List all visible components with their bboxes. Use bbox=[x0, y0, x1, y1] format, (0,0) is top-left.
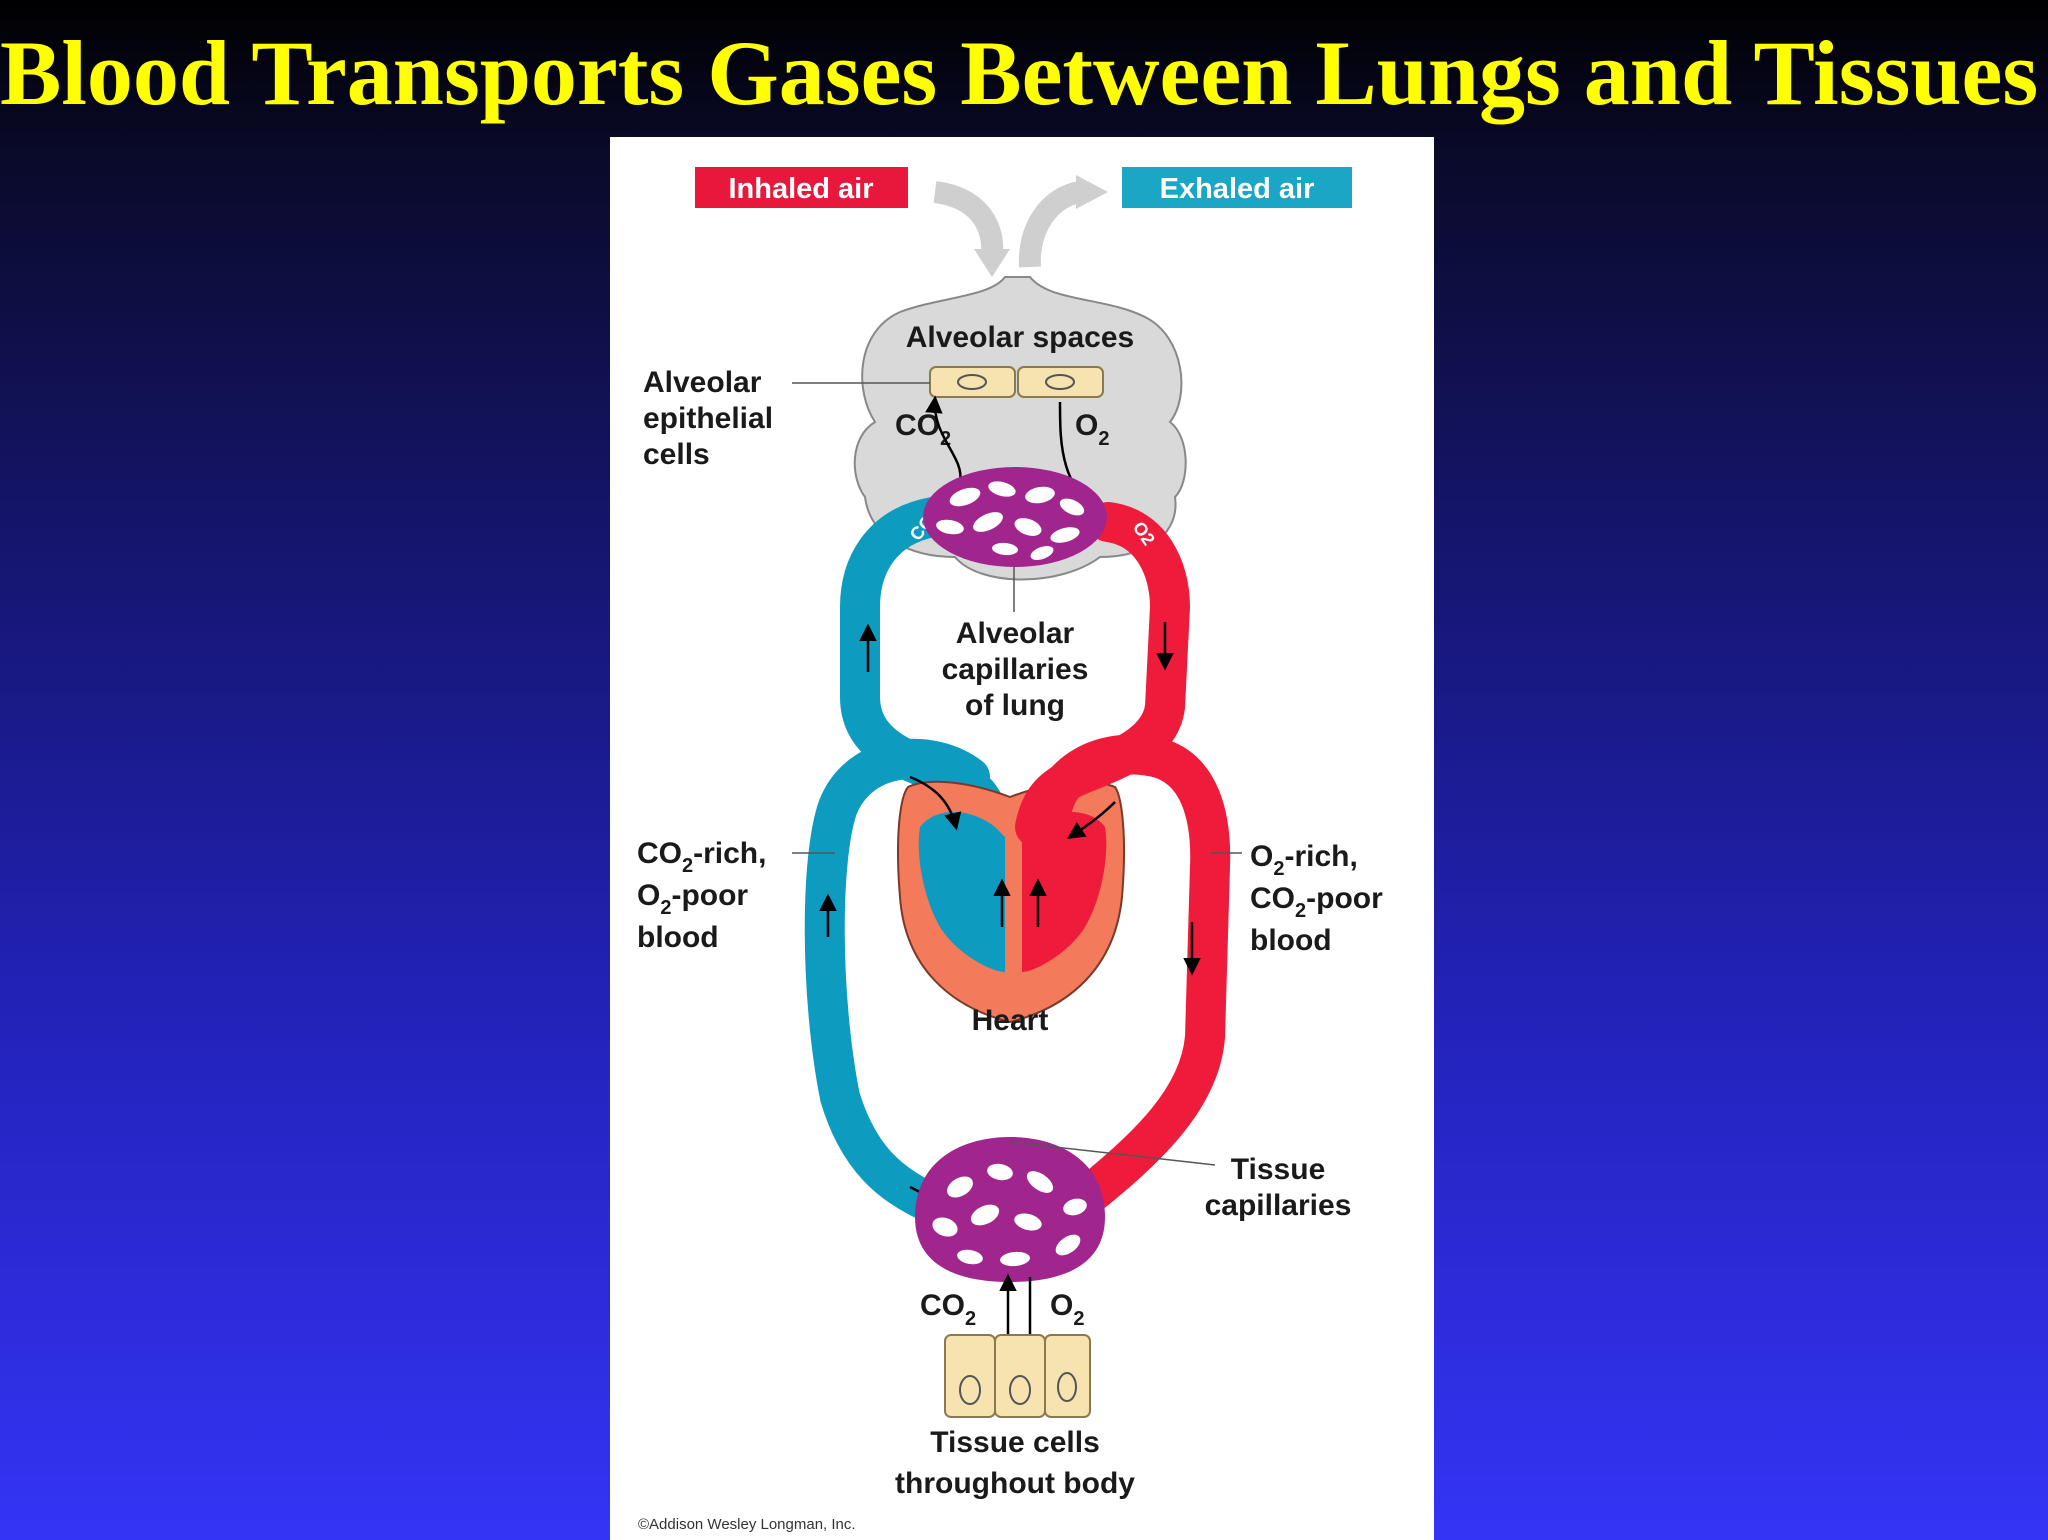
slide-title: Blood Transports Gases Between Lungs and… bbox=[0, 22, 2039, 124]
right-blood-line-1: O2-rich, bbox=[1250, 840, 1358, 880]
alveolar-epithelial-cells bbox=[929, 366, 1104, 398]
alveolar-epithelial-label: Alveolar epithelial cells bbox=[643, 366, 773, 471]
tissue-capillaries-line-1: Tissue bbox=[1231, 1153, 1326, 1186]
inhaled-air-label: Inhaled air bbox=[728, 173, 873, 205]
gas-transport-diagram: Inhaled air Exhaled air Alveolar spaces … bbox=[637, 167, 1383, 1533]
tissue-cells-label: Tissue cells throughout body bbox=[895, 1426, 1135, 1500]
copyright-credit: ©Addison Wesley Longman, Inc. bbox=[638, 1516, 856, 1533]
tissue-cells-line-1: Tissue cells bbox=[930, 1426, 1100, 1459]
tissue-cells bbox=[944, 1334, 1091, 1418]
exhaled-arrow-head bbox=[1076, 175, 1108, 209]
tissue-co2-label: CO2 bbox=[920, 1289, 976, 1330]
inhaled-arrow-head bbox=[974, 249, 1010, 277]
diagram-panel: Inhaled air Exhaled air Alveolar spaces … bbox=[610, 137, 1434, 1540]
co2-rich-blood-label: CO2-rich, O2-poor blood bbox=[637, 837, 766, 954]
lung-o2-label: O2 bbox=[1075, 409, 1109, 450]
epithelial-line-2: epithelial bbox=[643, 402, 773, 435]
alveolar-spaces-label: Alveolar spaces bbox=[906, 321, 1134, 354]
epithelial-line-3: cells bbox=[643, 438, 710, 471]
alveolar-capillaries-line-1: Alveolar bbox=[956, 617, 1075, 650]
exhaled-air-arrow bbox=[1018, 181, 1083, 268]
tissue-capillaries-label: Tissue capillaries bbox=[1205, 1153, 1352, 1222]
systemic-vein bbox=[804, 738, 990, 1227]
alveolar-capillaries-label: Alveolar capillaries of lung bbox=[942, 617, 1089, 722]
right-blood-line-2: CO2-poor bbox=[1250, 882, 1383, 922]
tissue-cells-line-2: throughout body bbox=[895, 1467, 1135, 1500]
left-blood-line-2: O2-poor bbox=[637, 879, 748, 919]
right-heart-chamber bbox=[918, 812, 1005, 972]
left-blood-line-3: blood bbox=[637, 921, 719, 954]
heart-label: Heart bbox=[972, 1004, 1049, 1037]
exhaled-air-badge: Exhaled air bbox=[1122, 167, 1352, 208]
exhaled-air-badge-bg bbox=[1122, 167, 1352, 208]
aorta bbox=[1030, 734, 1231, 1222]
alveolar-capillaries bbox=[923, 467, 1107, 567]
inhaled-air-badge-bg bbox=[695, 167, 908, 208]
right-blood-line-3: blood bbox=[1250, 924, 1332, 957]
o2-rich-blood-label: O2-rich, CO2-poor blood bbox=[1250, 840, 1383, 957]
tissue-capillaries bbox=[915, 1137, 1105, 1282]
tissue-o2-label: O2 bbox=[1050, 1289, 1084, 1330]
alveolar-capillaries-line-2: capillaries bbox=[942, 653, 1089, 686]
left-blood-line-1: CO2-rich, bbox=[637, 837, 766, 877]
epithelial-line-1: Alveolar bbox=[643, 366, 762, 399]
oxygenated-vessels bbox=[1015, 502, 1231, 1222]
exhaled-air-label: Exhaled air bbox=[1160, 173, 1315, 205]
tissue-capillaries-leader-line bbox=[1009, 1141, 1216, 1166]
tissue-vessel-co2-tag: CO2 bbox=[898, 1079, 939, 1118]
tissue-vessel-o2-tag: O2 bbox=[1080, 1081, 1111, 1112]
tissue-capillaries-line-2: capillaries bbox=[1205, 1189, 1352, 1222]
lung-co2-arrow bbox=[925, 395, 962, 483]
inhaled-air-badge: Inhaled air bbox=[695, 167, 908, 208]
alveolar-capillaries-line-3: of lung bbox=[965, 689, 1065, 722]
inhaled-air-arrow bbox=[933, 181, 1004, 258]
